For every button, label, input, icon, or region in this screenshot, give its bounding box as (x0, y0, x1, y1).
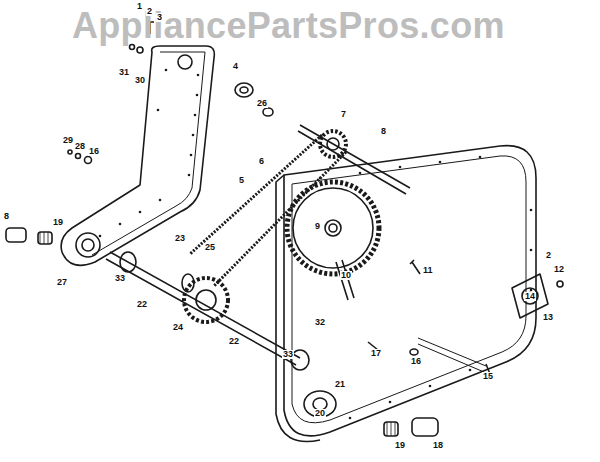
callout-number: 32 (314, 318, 326, 327)
callout-number: 15 (482, 372, 494, 381)
callout-number: 30 (134, 76, 146, 85)
callout-number: 22 (228, 337, 240, 346)
callout-number: 8 (3, 212, 10, 221)
callout-number: 29 (62, 136, 74, 145)
callout-number: 28 (74, 142, 86, 151)
callout-number: 3 (156, 13, 163, 22)
callout-number: 21 (334, 380, 346, 389)
callout-number: 31 (118, 68, 130, 77)
callout-number: 9 (314, 222, 321, 231)
callout-number: 17 (370, 349, 382, 358)
callout-number: 20 (314, 409, 326, 418)
callout-number: 10 (340, 271, 352, 280)
callout-number: 2 (146, 7, 153, 16)
callout-number: 11 (422, 266, 434, 275)
chain-case-left (61, 46, 214, 265)
callout-number: 24 (172, 323, 184, 332)
chain-case-right (284, 146, 536, 436)
callout-number: 18 (432, 441, 444, 450)
callout-number: 16 (88, 147, 100, 156)
callout-number: 12 (553, 265, 565, 274)
callout-number: 33 (282, 350, 294, 359)
callout-number: 16 (410, 357, 422, 366)
callout-number: 33 (114, 274, 126, 283)
callout-number: 5 (238, 176, 245, 185)
callout-number: 26 (256, 99, 268, 108)
callout-number: 23 (174, 234, 186, 243)
callout-number: 1 (136, 2, 143, 11)
callout-number: 8 (380, 127, 387, 136)
callout-number: 19 (394, 441, 406, 450)
callout-number: 13 (542, 313, 554, 322)
callout-number: 19 (52, 218, 64, 227)
watermark: AppliancePartsPros.com (72, 8, 505, 44)
callout-number: 25 (204, 243, 216, 252)
callout-number: 27 (56, 278, 68, 287)
callout-number: 14 (524, 292, 536, 301)
callout-number: 22 (136, 300, 148, 309)
callout-number: 2 (545, 251, 552, 260)
callout-number: 6 (258, 157, 265, 166)
callout-number: 7 (340, 110, 347, 119)
callout-number: 4 (232, 62, 239, 71)
